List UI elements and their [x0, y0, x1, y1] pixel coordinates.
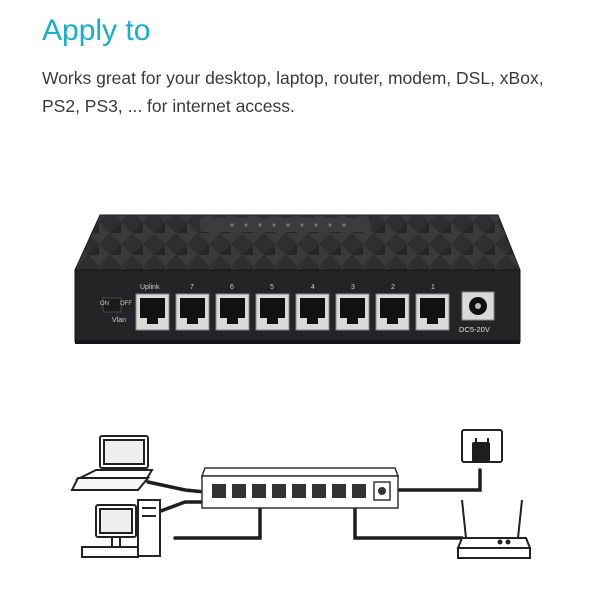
port-number-label: 2	[391, 284, 395, 291]
ethernet-port	[175, 293, 210, 331]
vlan-on-label: ON	[100, 301, 109, 307]
heading: Apply to	[42, 14, 151, 47]
ethernet-port	[295, 293, 330, 331]
port-number-label: 5	[270, 284, 274, 291]
ethernet-port	[375, 293, 410, 331]
ethernet-port	[415, 293, 450, 331]
uplink-label: Uplink	[140, 284, 160, 291]
laptop-icon	[70, 435, 154, 491]
connection-diagram	[70, 429, 532, 559]
network-switch-photo: ON OFF Vlan Uplink 7 6 5 4 3 2 1 DC5-20V	[74, 214, 521, 344]
port-number-label: 1	[431, 284, 435, 291]
network-switch-icon	[200, 467, 400, 509]
ethernet-port	[335, 293, 370, 331]
ethernet-port	[215, 293, 250, 331]
port-number-label: 7	[190, 284, 194, 291]
wifi-router-icon	[456, 499, 532, 559]
vlan-label: Vlan	[112, 317, 126, 324]
vlan-off-label: OFF	[120, 301, 132, 307]
port-number-label: 4	[311, 284, 315, 291]
ethernet-port-row	[135, 293, 450, 331]
power-label: DC5-20V	[459, 325, 490, 334]
port-number-label: 6	[230, 284, 234, 291]
desktop-computer-icon	[81, 499, 161, 558]
port-number-label: 3	[351, 284, 355, 291]
power-jack	[461, 291, 495, 321]
ethernet-port	[255, 293, 290, 331]
ethernet-port	[135, 293, 170, 331]
power-adapter-icon	[472, 442, 490, 462]
description: Works great for your desktop, laptop, ro…	[42, 68, 544, 116]
